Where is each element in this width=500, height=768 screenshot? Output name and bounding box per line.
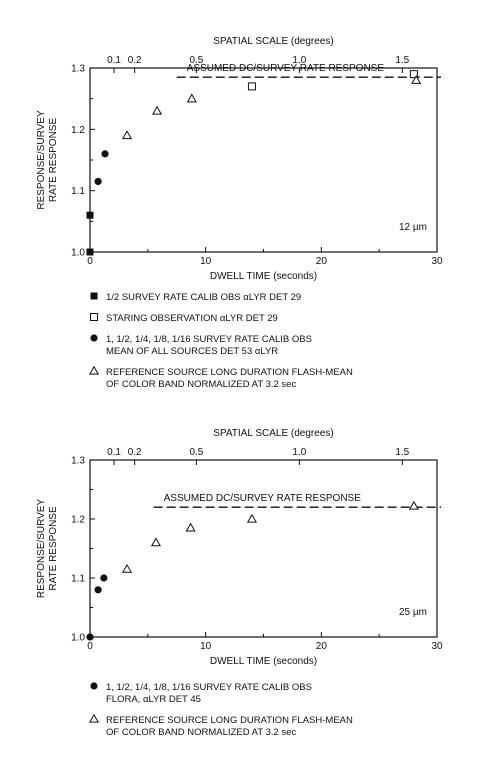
y-tick-label: 1.2 — [71, 125, 85, 136]
wavelength-label: 25 µm — [399, 607, 427, 618]
x-tick-label: 20 — [316, 256, 328, 267]
top-tick-label: 1.5 — [395, 55, 409, 66]
y-axis-label-line: RESPONSE/SURVEY — [36, 110, 47, 210]
x-tick-label: 10 — [200, 256, 212, 267]
data-point-open-triangle — [152, 105, 163, 115]
legend-text: FLORA, αLYR DET 45 — [106, 694, 201, 705]
data-point-filled-square — [86, 211, 94, 219]
data-point-filled-circle — [100, 574, 108, 582]
top-tick-label: 1.0 — [292, 447, 306, 458]
top-axis-label: SPATIAL SCALE (degrees) — [213, 36, 333, 47]
plot-frame — [89, 67, 438, 253]
y-tick-label: 1.2 — [71, 515, 85, 526]
top-tick-label: 1.5 — [395, 447, 409, 458]
data-point-open-triangle — [121, 130, 133, 140]
data-point-filled-circle — [94, 586, 102, 594]
x-axis-label: DWELL TIME (seconds) — [210, 656, 317, 667]
plot-frame — [89, 459, 438, 638]
x-tick-label: 30 — [431, 641, 443, 652]
legend-text: 1, 1/2, 1/4, 1/8, 1/16 SURVEY RATE CALIB… — [106, 682, 312, 693]
y-axis-label-line: RESPONSE/SURVEY — [36, 499, 47, 599]
legend-marker-filled-circle — [90, 334, 98, 342]
data-point-open-square — [247, 82, 256, 91]
y-tick-label: 1.1 — [71, 574, 85, 585]
data-point-open-triangle — [186, 93, 197, 103]
top-tick-label: 1.0 — [292, 55, 306, 66]
legend-text: MEAN OF ALL SOURCES DET 53 αLYR — [106, 346, 278, 357]
data-point-open-square — [409, 70, 418, 79]
legend-item: REFERENCE SOURCE LONG DURATION FLASH-MEA… — [88, 713, 353, 738]
x-axis-label: DWELL TIME (seconds) — [210, 271, 317, 282]
data-point-filled-circle — [86, 248, 94, 256]
x-tick-label: 0 — [87, 641, 93, 652]
legend-item: STARING OBSERVATION αLYR DET 29 — [90, 313, 278, 324]
legend-item: 1, 1/2, 1/4, 1/8, 1/16 SURVEY RATE CALIB… — [90, 334, 312, 357]
legend-text: 1/2 SURVEY RATE CALIB OBS αLYR DET 29 — [106, 292, 301, 303]
legend-marker-open-triangle — [88, 713, 100, 723]
y-tick-label: 1.0 — [71, 633, 85, 644]
data-point-open-triangle — [121, 563, 133, 573]
top-tick-label: 0.5 — [189, 55, 203, 66]
reference-line-label: ASSUMED DC/SURVEY RATE RESPONSE — [164, 493, 362, 504]
reference-line-label: ASSUMED DC/SURVEY RATE RESPONSE — [187, 63, 385, 74]
x-tick-label: 0 — [87, 256, 93, 267]
x-tick-label: 20 — [316, 641, 328, 652]
legend-item: REFERENCE SOURCE LONG DURATION FLASH-MEA… — [88, 365, 353, 390]
top-tick-label: 0.1 — [107, 447, 121, 458]
legend-marker-open-triangle — [88, 365, 100, 375]
data-point-open-triangle — [246, 513, 257, 523]
chart-2: 0 10 20 30 1.0 1.1 1.2 1.3 0.1 0.2 0.5 1.0 1.5 SPATIA… — [36, 428, 443, 738]
data-point-open-triangle — [185, 522, 196, 532]
legend-text: OF COLOR BAND NORMALIZED AT 3.2 sec — [106, 727, 296, 738]
top-tick-label: 0.2 — [128, 55, 142, 66]
y-tick-label: 1.0 — [71, 248, 85, 259]
top-tick-label: 0.2 — [128, 447, 142, 458]
y-axis-label-line: RATE RESPONSE — [48, 506, 59, 591]
legend-text: 1, 1/2, 1/4, 1/8, 1/16 SURVEY RATE CALIB… — [106, 334, 312, 345]
top-tick-label: 0.1 — [107, 55, 121, 66]
data-point-filled-circle — [101, 150, 109, 158]
y-tick-label: 1.3 — [71, 456, 85, 467]
legend-marker-open-square — [90, 313, 98, 321]
top-axis-label: SPATIAL SCALE (degrees) — [213, 428, 333, 439]
data-point-open-triangle — [411, 75, 422, 84]
top-tick-label: 0.5 — [189, 447, 203, 458]
legend-text: REFERENCE SOURCE LONG DURATION FLASH-MEA… — [106, 367, 353, 378]
data-point-open-triangle — [150, 537, 161, 547]
chart-1: 0 10 20 30 1.0 1.1 1.2 1.3 0.1 0.2 0.5 1.0 1.5 SPATIA… — [36, 36, 443, 390]
wavelength-label: 12 µm — [399, 222, 427, 233]
data-point-open-triangle — [408, 500, 419, 510]
legend-marker-filled-square — [90, 292, 98, 300]
data-point-filled-circle — [94, 177, 102, 186]
legend-text: STARING OBSERVATION αLYR DET 29 — [106, 313, 278, 324]
legend-text: REFERENCE SOURCE LONG DURATION FLASH-MEA… — [106, 715, 353, 726]
legend-marker-filled-circle — [90, 682, 98, 690]
x-tick-label: 10 — [200, 641, 212, 652]
legend-item: 1/2 SURVEY RATE CALIB OBS αLYR DET 29 — [90, 292, 301, 303]
y-axis-label-line: RATE RESPONSE — [48, 118, 59, 203]
y-tick-label: 1.1 — [71, 186, 85, 197]
legend-item: 1, 1/2, 1/4, 1/8, 1/16 SURVEY RATE CALIB… — [90, 682, 312, 705]
x-tick-label: 30 — [431, 256, 443, 267]
legend-text: OF COLOR BAND NORMALIZED AT 3.2 sec — [106, 379, 296, 390]
y-tick-label: 1.3 — [71, 64, 85, 75]
data-point-filled-circle — [86, 633, 94, 641]
